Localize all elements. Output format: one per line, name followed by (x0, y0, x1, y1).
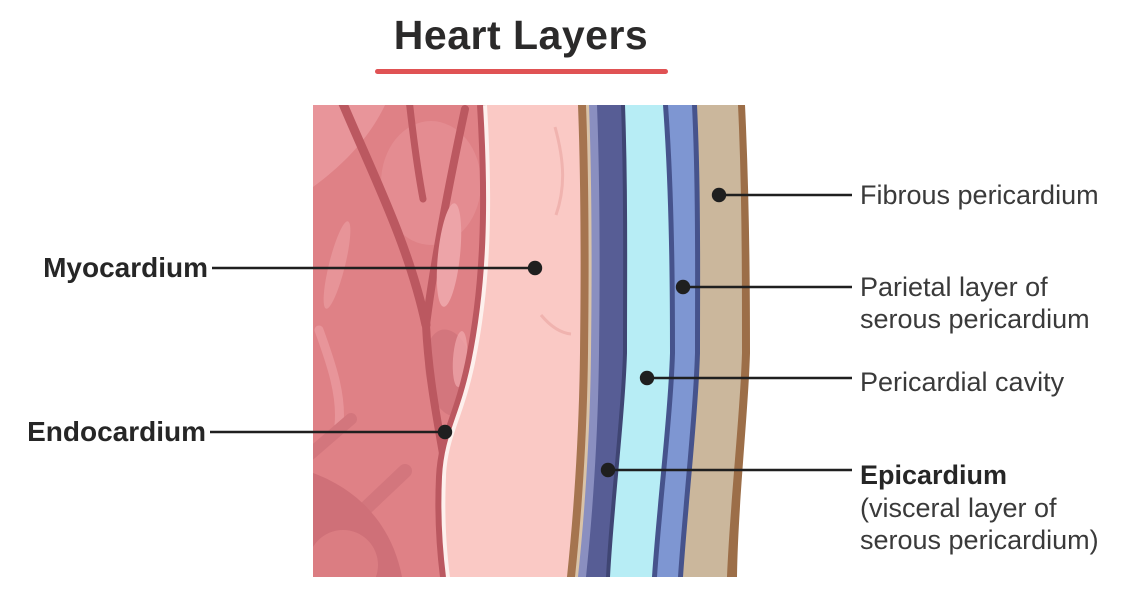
outside-white (737, 105, 753, 577)
epicardium-label-title: Epicardium (860, 460, 1008, 490)
pericardial-cavity-label: Pericardial cavity (860, 367, 1065, 397)
myocardium-label: Myocardium (43, 252, 208, 283)
pink-crease-2 (539, 314, 572, 336)
parietal-label: Parietal layer of serous pericardium (860, 271, 1090, 335)
heart-wall-illustration (313, 105, 753, 577)
endocardium-label: Endocardium (27, 416, 206, 447)
epicardium-label-line3: serous pericardium) (860, 525, 1099, 555)
fibrous-pericardium-label: Fibrous pericardium (860, 180, 1099, 210)
title-underline (375, 69, 668, 74)
pink-crease (553, 126, 565, 216)
epicardium-label-line2: (visceral layer of (860, 493, 1057, 523)
page-title: Heart Layers (393, 12, 649, 58)
epicardium-label: Epicardium (visceral layer of serous per… (860, 459, 1099, 556)
endocardium-boundary-shadow (435, 105, 489, 577)
parietal-label-line2: serous pericardium (860, 304, 1090, 334)
parietal-label-line1: Parietal layer of (860, 272, 1048, 302)
